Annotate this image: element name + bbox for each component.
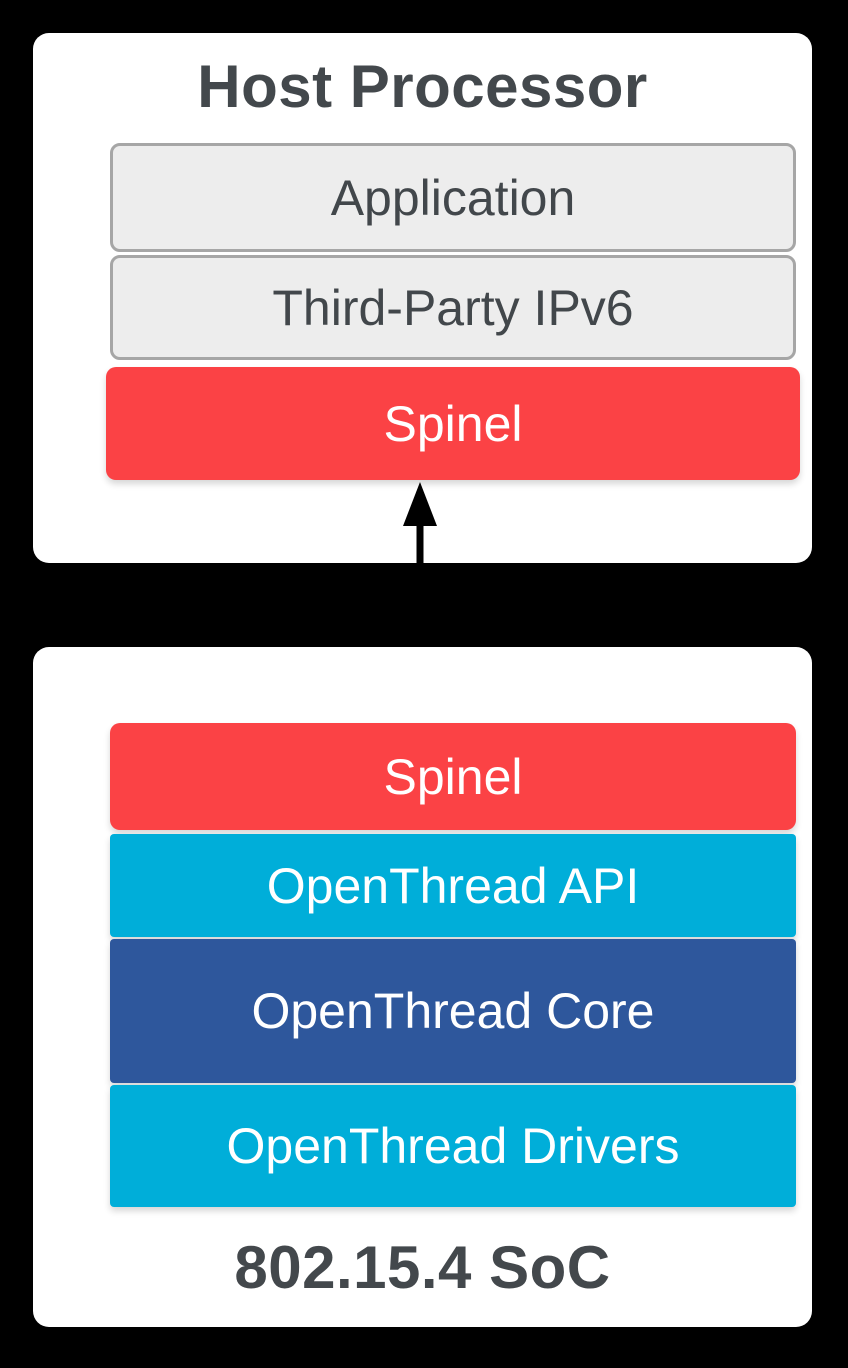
layer-third-party-ipv6-label: Third-Party IPv6: [272, 279, 634, 336]
host-processor-box: Host Processor Application Third-Party I…: [33, 33, 812, 563]
layer-third-party-ipv6: Third-Party IPv6: [110, 255, 796, 360]
layer-spinel-host-label: Spinel: [383, 395, 523, 452]
layer-spinel-host: Spinel: [106, 367, 800, 480]
host-processor-title: Host Processor: [197, 53, 648, 120]
layer-openthread-api-label: OpenThread API: [266, 857, 640, 914]
soc-title: 802.15.4 SoC: [234, 1233, 611, 1301]
soc-box: Spinel OpenThread API OpenThread Core Op…: [33, 647, 812, 1327]
layer-application-label: Application: [330, 169, 576, 226]
layer-spinel-soc: Spinel: [110, 723, 796, 830]
layer-application: Application: [110, 143, 796, 252]
layer-openthread-drivers-label: OpenThread Drivers: [226, 1118, 680, 1174]
layer-spinel-soc-label: Spinel: [383, 748, 523, 805]
layer-openthread-core: OpenThread Core: [110, 939, 796, 1083]
layer-openthread-drivers: OpenThread Drivers: [110, 1085, 796, 1207]
layer-openthread-core-label: OpenThread Core: [251, 983, 655, 1039]
layer-openthread-api: OpenThread API: [110, 834, 796, 937]
